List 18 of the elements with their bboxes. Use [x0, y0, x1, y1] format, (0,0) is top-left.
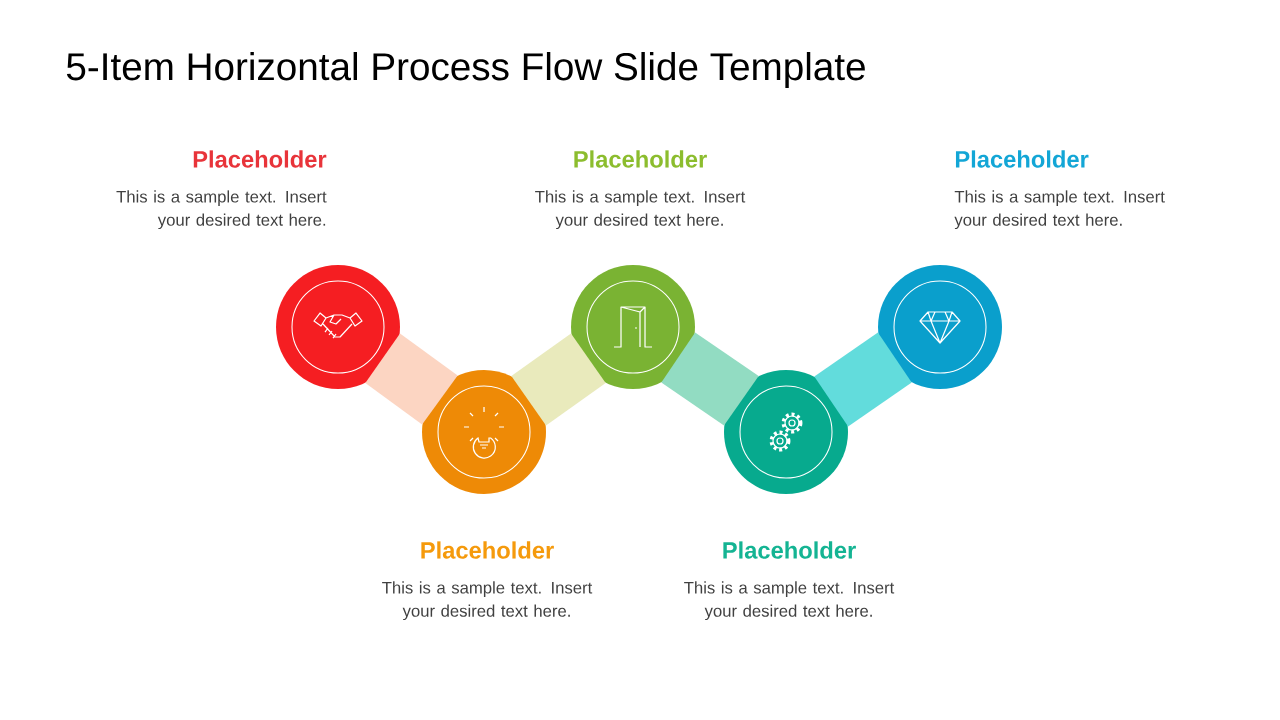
circle	[276, 265, 400, 389]
title: 5-Item Horizontal Process Flow Slide Template	[66, 52, 865, 88]
heading: Placeholder	[955, 150, 1089, 168]
band-connector	[511, 333, 606, 426]
heading: Placeholder	[421, 541, 554, 559]
heading: Placeholder	[193, 150, 327, 168]
band-connector	[365, 333, 458, 425]
band-connector	[814, 332, 912, 427]
circle	[878, 265, 1002, 389]
heading: Placeholder	[574, 150, 707, 168]
body-text: This is a sample text. Insert your desired text here.	[684, 581, 895, 621]
circle	[422, 370, 546, 494]
band-connector	[661, 332, 759, 426]
heading: Placeholder	[723, 541, 856, 559]
body-text: This is a sample text. Insert your desired text here.	[116, 190, 327, 230]
body-text: This is a sample text. Insert your desired text here.	[382, 581, 593, 621]
body-text: This is a sample text. Insert your desired text here.	[535, 190, 746, 230]
body-text: This is a sample text. Insert your desired text here.	[954, 190, 1165, 230]
